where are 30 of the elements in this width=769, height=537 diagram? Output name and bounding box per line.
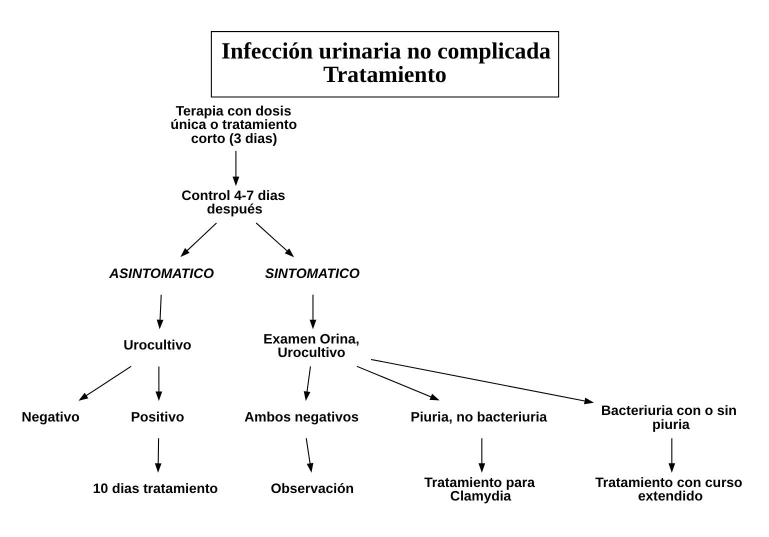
arrow	[305, 438, 313, 473]
node-text: Ambos negativos	[244, 409, 358, 424]
arrow	[668, 438, 675, 473]
node-text: ASINTOMATICO	[108, 266, 214, 281]
diagram-title: Infección urinaria no complicada Tratamiento	[220, 38, 550, 88]
node-text: Tratamiento con curso extendido	[594, 474, 742, 504]
arrow	[154, 438, 162, 473]
node-text: Control 4-7 dias después	[181, 188, 285, 217]
node-text: Tratamiento para Clamydia	[424, 474, 534, 504]
node-text: Bacteriuria con o sin piuria	[600, 403, 736, 432]
arrow	[309, 294, 316, 330]
arrow	[232, 150, 239, 186]
arrow	[78, 366, 131, 401]
arrow	[155, 366, 162, 402]
node-text: Piuria, no bacteriuria	[410, 409, 547, 424]
node-text: Terapia con dosis única o tratamiento corto (3 dias)	[170, 103, 297, 146]
arrow	[478, 438, 485, 473]
node-text: Examen Orina, Urocultivo	[262, 331, 359, 360]
arrow	[370, 358, 594, 404]
arrow	[303, 366, 310, 401]
arrow	[356, 366, 440, 400]
node-text: SINTOMATICO	[264, 266, 360, 281]
arrow	[255, 222, 294, 258]
node-text: Urocultivo	[123, 338, 191, 353]
node-text: Negativo	[21, 409, 80, 424]
node-text: Observación	[270, 481, 354, 496]
arrow	[156, 294, 163, 330]
node-text: 10 dias tratamiento	[92, 481, 218, 496]
node-text: Positivo	[130, 409, 184, 424]
arrow	[180, 222, 216, 257]
